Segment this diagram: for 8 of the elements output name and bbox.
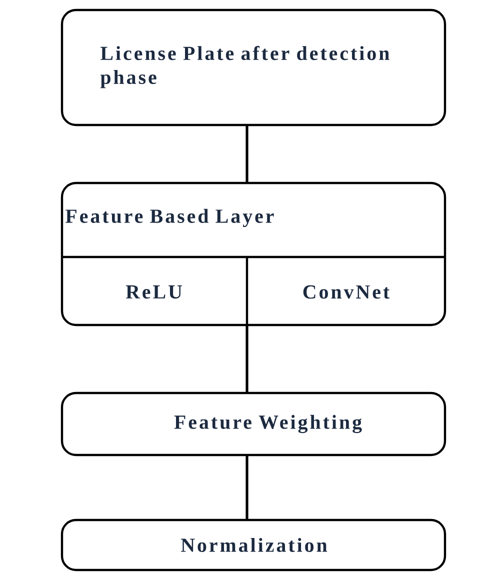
process-box: Normalization: [60, 518, 446, 572]
connector-line: [246, 125, 248, 183]
process-box: Feature Weighting: [60, 392, 446, 456]
connector-line: [246, 455, 248, 520]
connector-line: [246, 325, 248, 393]
cell: ConvNet: [303, 285, 390, 299]
process-box: License Plate after detection phase: [60, 8, 446, 126]
cell: ReLU: [126, 285, 182, 299]
